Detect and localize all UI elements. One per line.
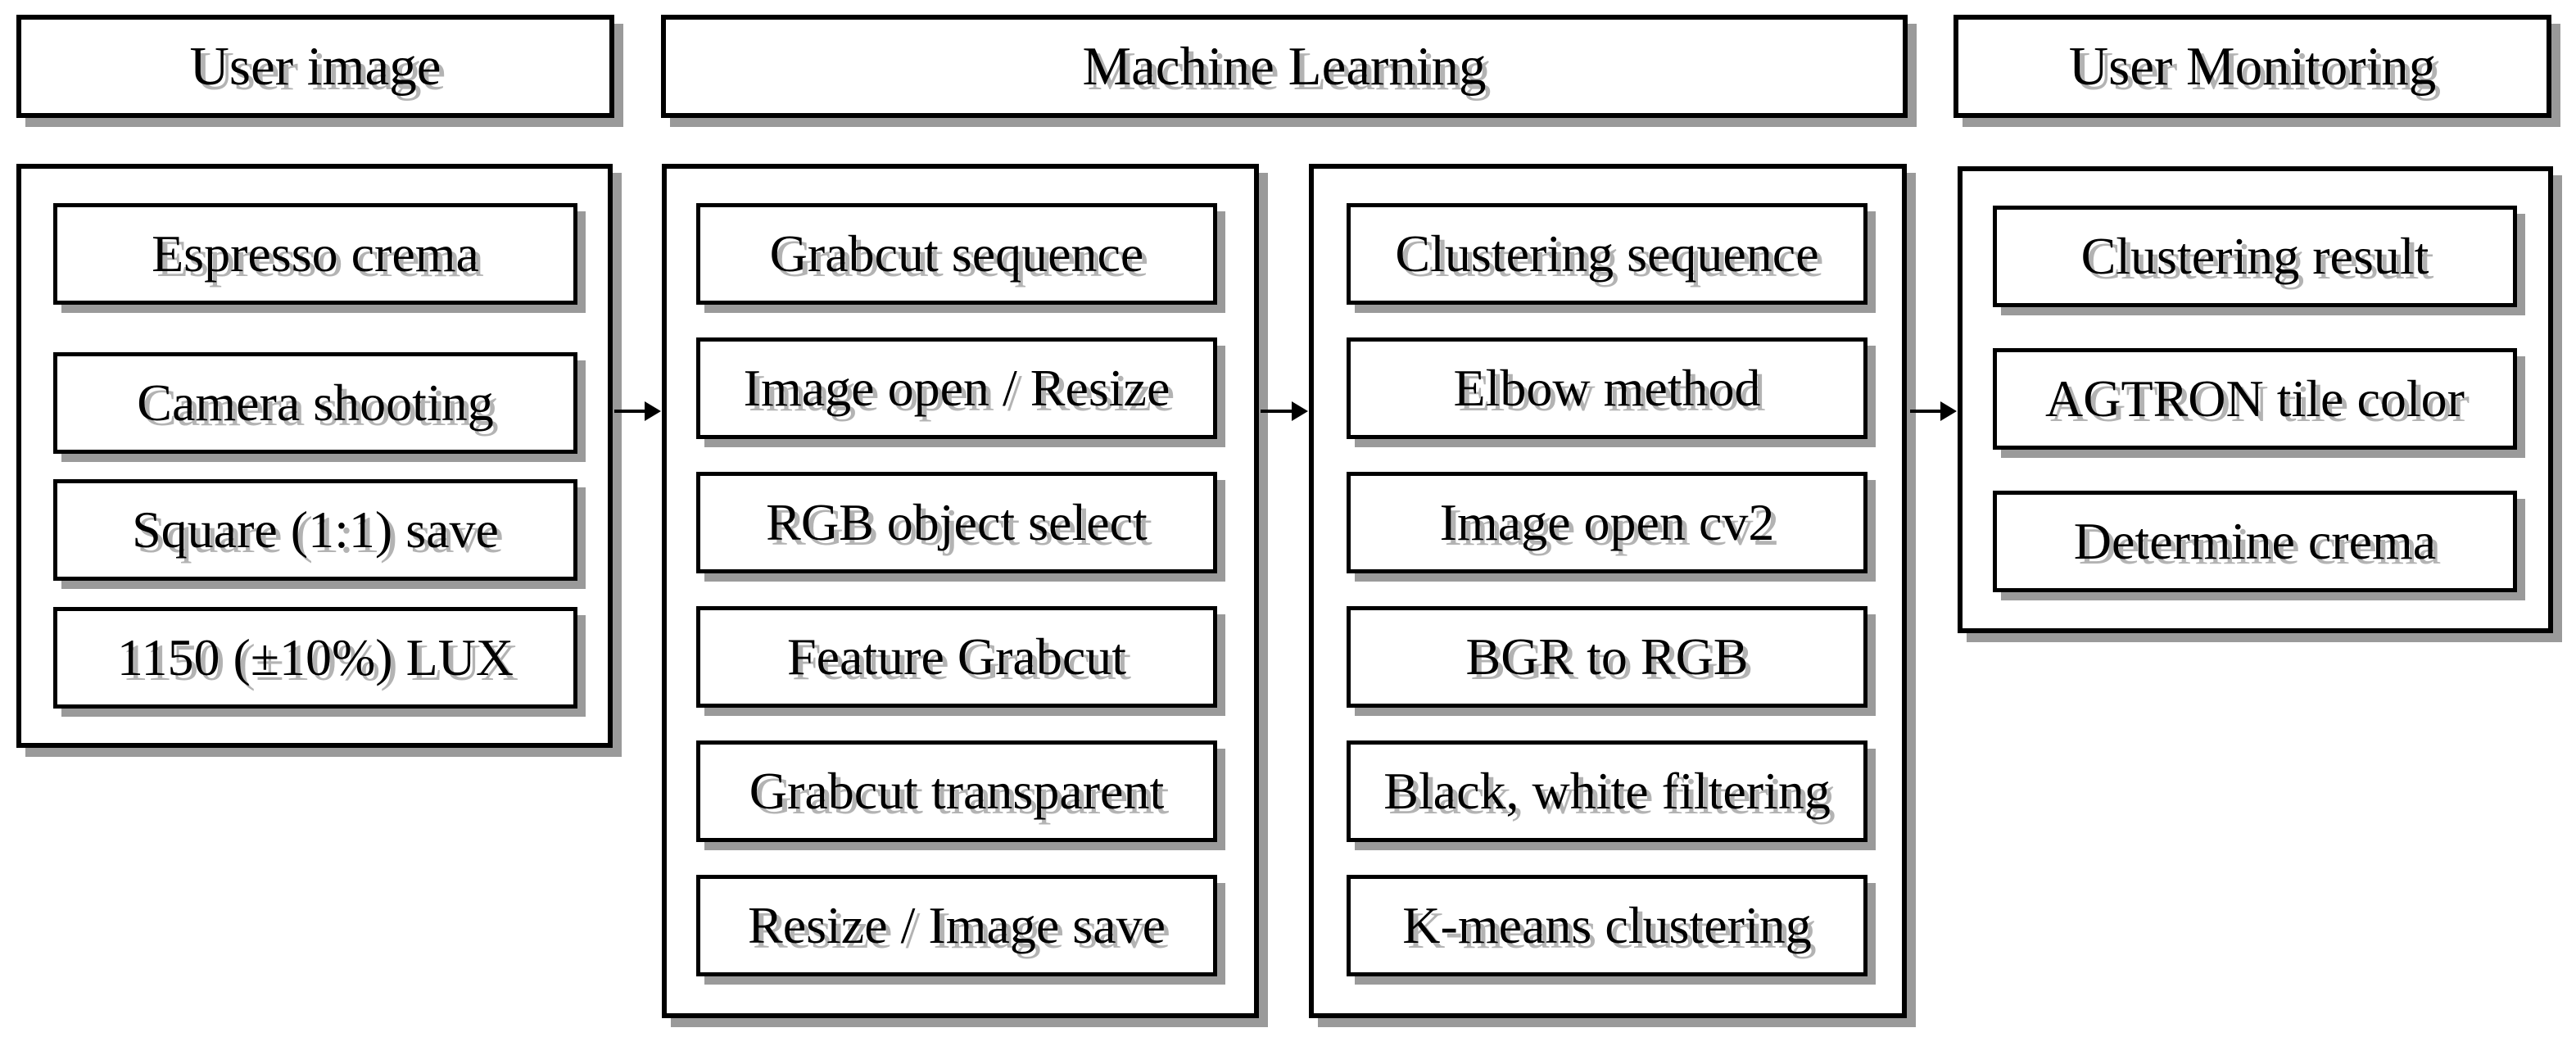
arrow-head-icon [645, 401, 661, 421]
box-black-white-filtering: Black, white filtering [1347, 740, 1867, 842]
box-square-save: Square (1:1) save [53, 479, 577, 581]
box-resize-image-save: Resize / Image save [696, 875, 1217, 976]
arrow-head-icon [1292, 401, 1308, 421]
box-camera-shooting: Camera shooting [53, 352, 577, 454]
column-grabcut-sequence: Grabcut sequence Image open / Resize RGB… [662, 164, 1259, 1018]
box-image-open-cv2: Image open cv2 [1347, 472, 1867, 573]
header-user-monitoring: User Monitoring [1954, 15, 2551, 118]
box-lux: 1150 (±10%) LUX [53, 607, 577, 709]
flow-arrow-clustering-to-monitoring [1910, 401, 1957, 421]
flow-arrow-grabcut-to-clustering [1261, 401, 1308, 421]
arrow-shaft [1261, 410, 1295, 413]
header-machine-learning: Machine Learning [661, 15, 1908, 118]
box-feature-grabcut: Feature Grabcut [696, 606, 1217, 708]
arrow-shaft [1910, 410, 1944, 413]
column-user-monitoring: Clustering result AGTRON tile color Dete… [1958, 166, 2553, 633]
box-bgr-to-rgb: BGR to RGB [1347, 606, 1867, 708]
column-clustering-sequence: Clustering sequence Elbow method Image o… [1309, 164, 1907, 1018]
box-agtron-tile-color: AGTRON tile color [1993, 348, 2517, 450]
flow-arrow-user-image-to-grabcut [614, 401, 661, 421]
box-determine-crema: Determine crema [1993, 491, 2517, 592]
box-clustering-sequence: Clustering sequence [1347, 203, 1867, 305]
box-rgb-object-select: RGB object select [696, 472, 1217, 573]
box-grabcut-sequence: Grabcut sequence [696, 203, 1217, 305]
box-grabcut-transparent: Grabcut transparent [696, 740, 1217, 842]
box-elbow-method: Elbow method [1347, 337, 1867, 439]
box-kmeans-clustering: K-means clustering [1347, 875, 1867, 976]
arrow-head-icon [1940, 401, 1957, 421]
box-espresso-crema: Espresso crema [53, 203, 577, 305]
column-user-image: Espresso crema Camera shooting Square (1… [16, 164, 613, 748]
box-clustering-result: Clustering result [1993, 206, 2517, 307]
arrow-shaft [614, 410, 648, 413]
header-user-image: User image [16, 15, 614, 118]
box-image-open-resize: Image open / Resize [696, 337, 1217, 439]
